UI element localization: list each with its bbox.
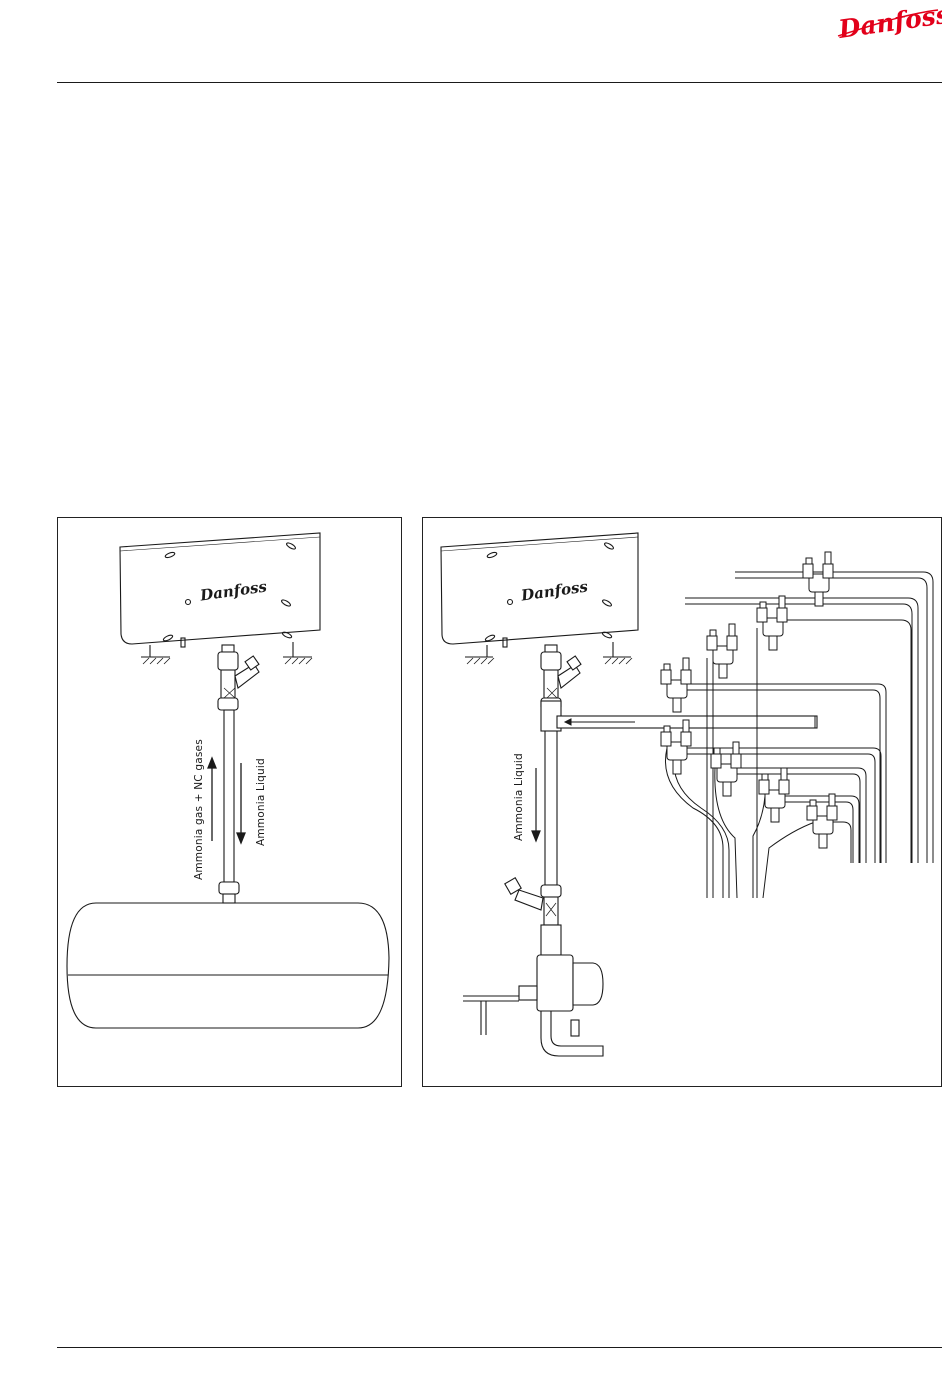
arrow-up-head (208, 758, 216, 768)
receiver-vessel (67, 903, 389, 1028)
figure-right-panel: Danfoss Ammonia Liquid (422, 517, 942, 1087)
arrow-down-label: Ammonia Liquid (513, 753, 525, 841)
figure-left-panel: Danfoss Ammonia gas + NC gases Ammonia L… (57, 517, 402, 1087)
footer-rule (57, 1347, 942, 1348)
figure-right-diagram (423, 518, 943, 1088)
arrow-up-label: Ammonia gas + NC gases (193, 739, 205, 880)
main-riser-pipe (545, 710, 557, 885)
valve-group-7 (759, 768, 789, 822)
arrow-down-label: Ammonia Liquid (255, 758, 267, 846)
valve-group-3 (707, 624, 737, 678)
danfoss-logo-text: Danfoss (836, 6, 942, 44)
figure-left-diagram (58, 518, 403, 1088)
danfoss-logo: Danfoss (834, 6, 942, 46)
arrow-down-head (237, 833, 245, 843)
valve-group-4 (661, 658, 691, 712)
connection-pipe (224, 710, 234, 882)
header-rule (57, 82, 942, 83)
